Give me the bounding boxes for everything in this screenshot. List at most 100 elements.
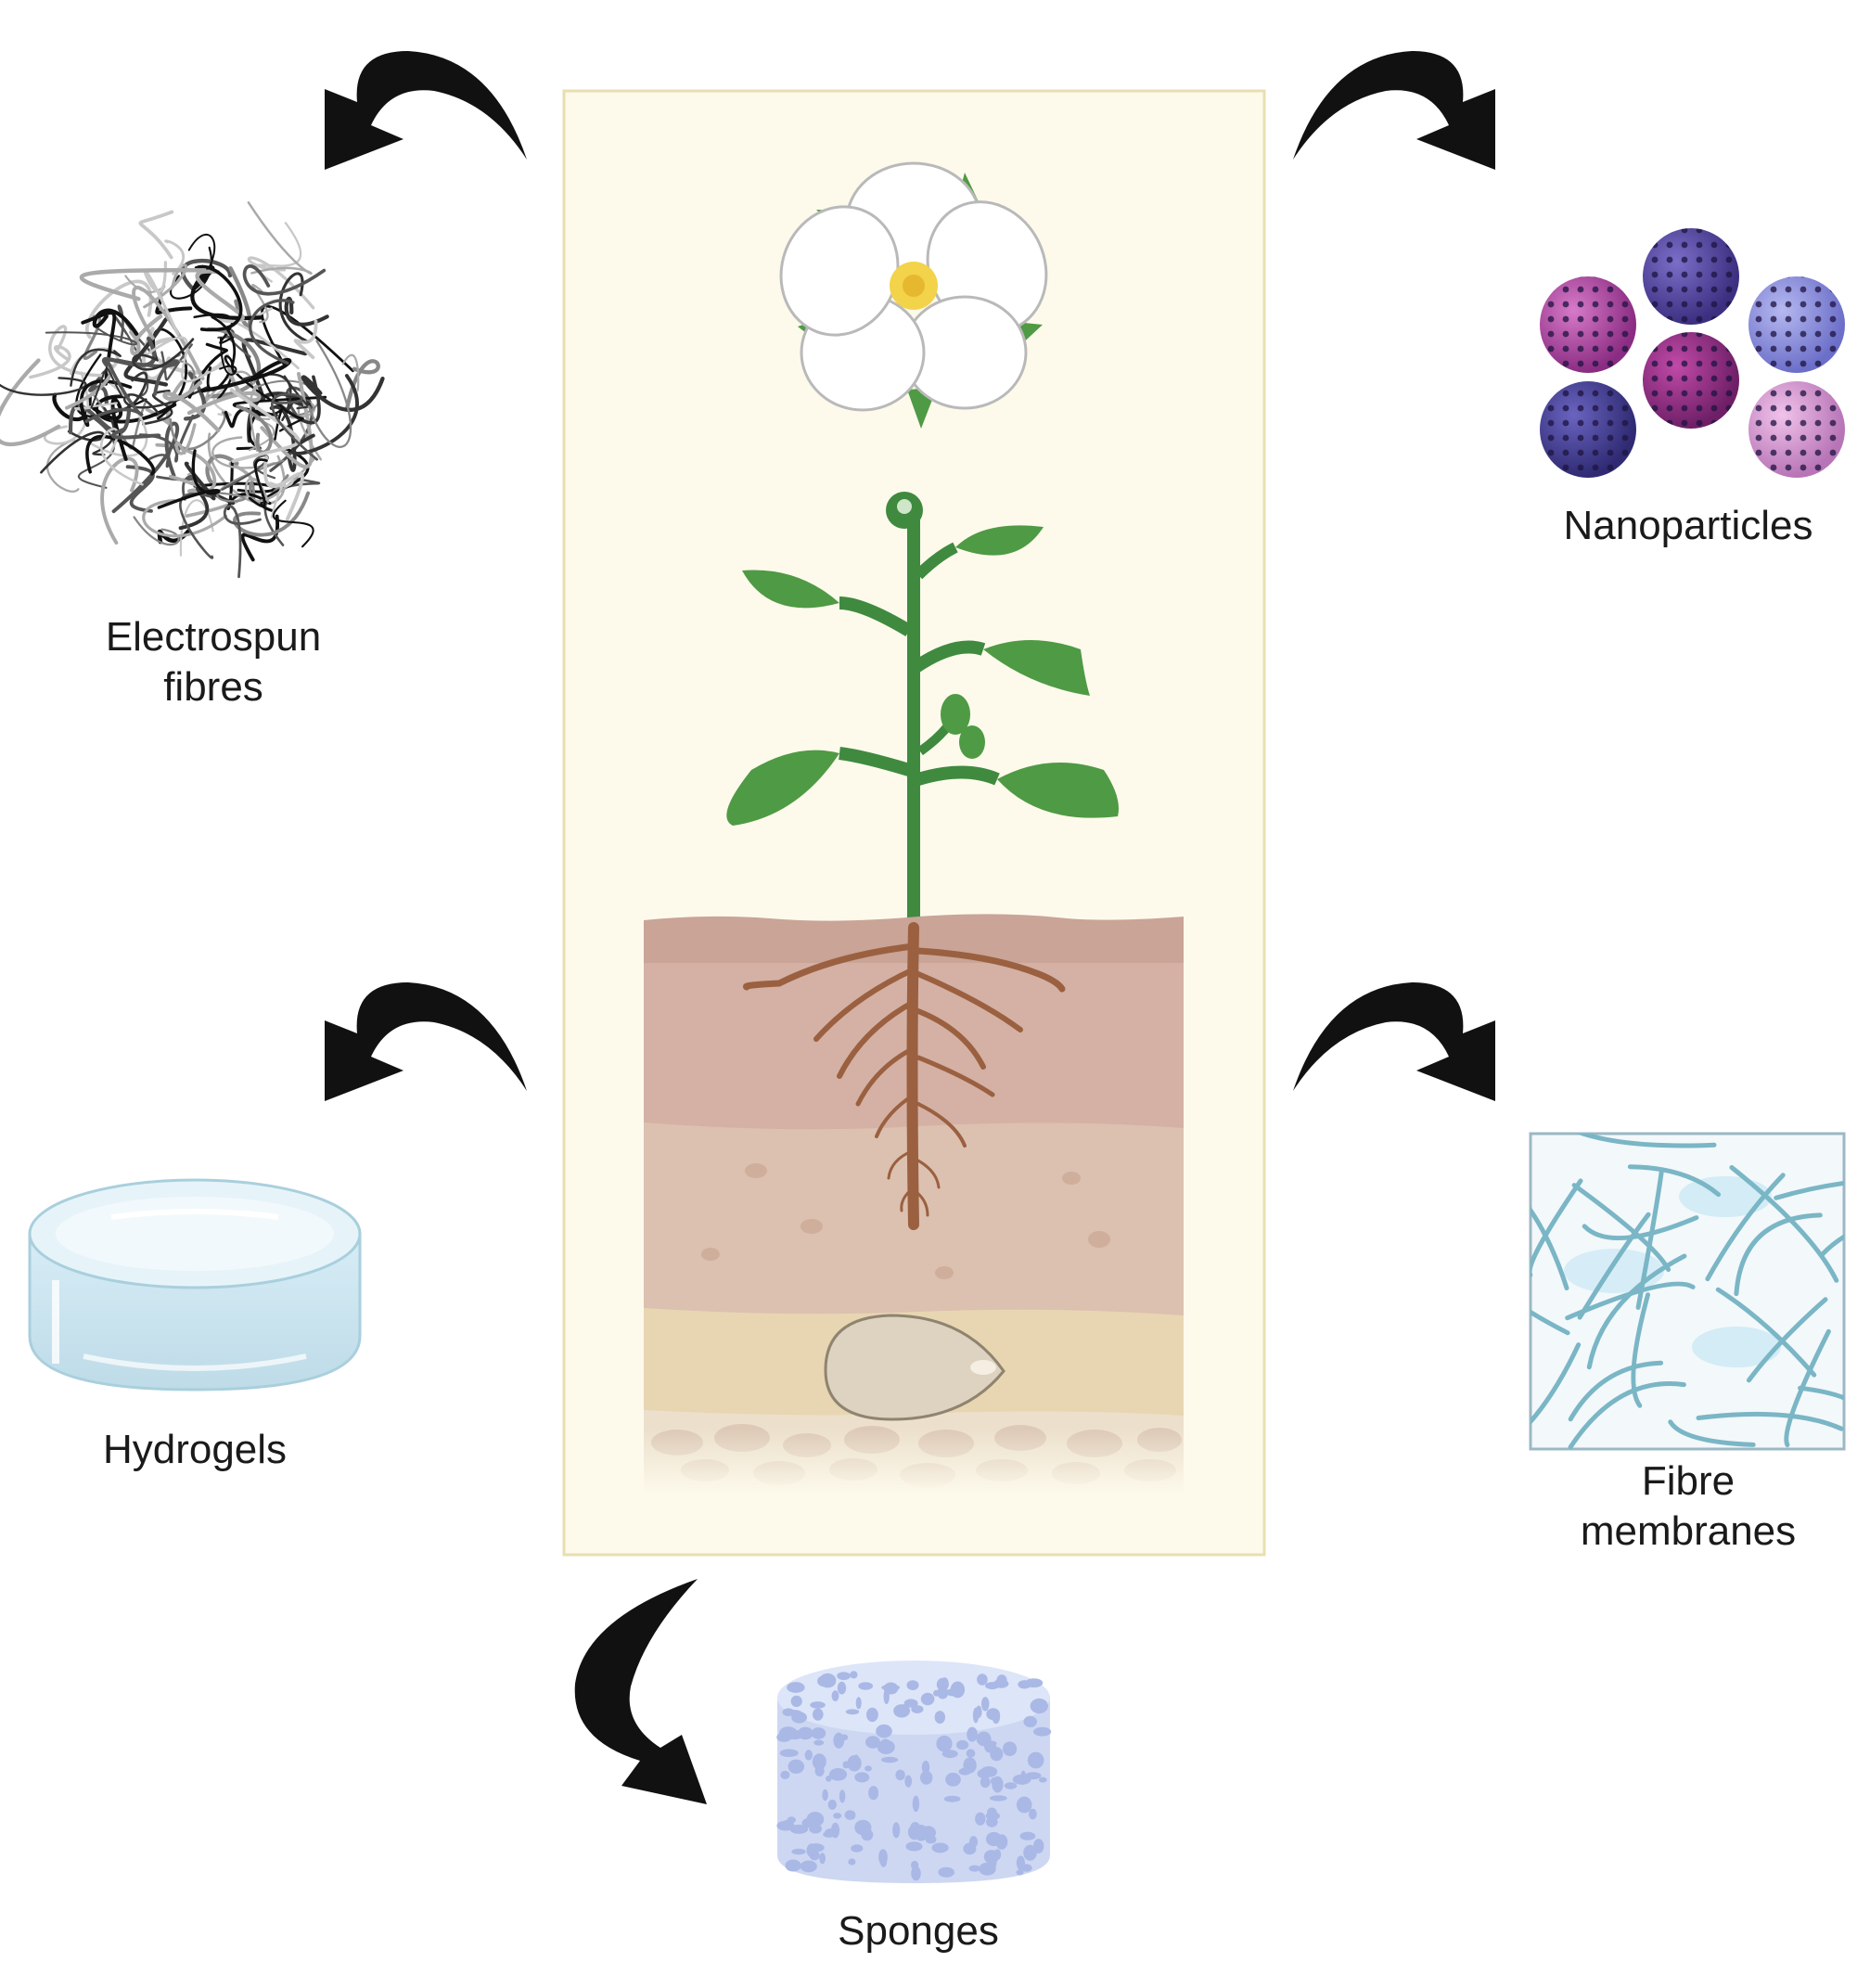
sponge-pore <box>1025 1678 1044 1687</box>
sponge-pore <box>791 1712 807 1724</box>
sponge-pore <box>785 1859 801 1872</box>
arrow-to-nanoparticles <box>1293 51 1495 170</box>
nanoparticles-icon <box>1540 228 1845 478</box>
electrospun-fibres-label: Electrospun fibres <box>56 612 371 712</box>
sponge-pore <box>950 1681 966 1699</box>
fibre-strand <box>236 404 273 455</box>
sponge-pore <box>833 1813 842 1819</box>
sponge-pore <box>797 1726 813 1740</box>
sponge-pore <box>920 1770 933 1785</box>
sponge-pore <box>1023 1844 1037 1861</box>
sponge-pore <box>812 1753 826 1770</box>
fibre-strand <box>262 377 304 432</box>
sponge-pore <box>819 1673 837 1688</box>
sponge-pore <box>804 1750 813 1761</box>
fibre-strand <box>111 421 180 514</box>
arrow-to-hydrogels <box>325 982 527 1101</box>
sponge-pore <box>977 1768 992 1779</box>
fibre-strand <box>129 314 163 356</box>
root-icon <box>742 922 1066 1230</box>
electrospun-fibres-label-line2: fibres <box>163 663 263 710</box>
fibre-strand <box>249 384 259 453</box>
sponge-pore <box>905 1841 923 1852</box>
membrane-fibre <box>1531 1178 1583 1277</box>
sponge-pore <box>851 1844 864 1853</box>
sponge-pore <box>855 1697 862 1710</box>
fibre-strand <box>301 375 385 412</box>
fibre-strand <box>115 358 179 396</box>
membrane-fibre <box>1568 1381 1686 1449</box>
membrane-fibre <box>1798 1385 1844 1401</box>
sponge-pore <box>865 1765 872 1772</box>
sponge-pore <box>778 1726 798 1740</box>
fibre-strand <box>181 258 233 290</box>
fibre-strand <box>45 327 138 346</box>
sponge-pore <box>791 1848 806 1855</box>
sponge-pore <box>814 1765 825 1776</box>
sponge-pore <box>968 1865 981 1872</box>
sponge-pore <box>822 1789 828 1802</box>
fibre-strand <box>162 380 221 433</box>
fibre-strand <box>169 411 226 451</box>
fibre-strand <box>247 201 313 275</box>
fibre-strand <box>92 406 116 456</box>
fibre-strand <box>84 359 144 423</box>
membrane-fibre <box>1715 1287 1817 1378</box>
fibre-strand <box>138 210 174 260</box>
sponge-pore <box>779 1749 799 1757</box>
sponge-pore <box>848 1858 856 1866</box>
sponge-pore <box>912 1795 920 1813</box>
sponge-pore <box>787 1682 805 1693</box>
sponge-pore <box>1016 1855 1025 1870</box>
fibre-strand <box>271 392 319 461</box>
sponge-pore <box>1033 1839 1044 1853</box>
flower-icon <box>779 161 1048 429</box>
sponge-pore <box>893 1704 911 1718</box>
fibre-strand <box>293 319 318 360</box>
sponge-pore <box>975 1812 986 1826</box>
sponge-pore <box>1016 1796 1032 1814</box>
sponge-pore <box>813 1708 824 1721</box>
sponge-pore <box>989 1795 1007 1802</box>
sponge-pore <box>827 1799 837 1810</box>
sponge-pore <box>801 1817 817 1828</box>
fibre-strand <box>248 458 268 507</box>
sponge-pore <box>911 1866 921 1881</box>
fibre-strand <box>263 477 321 546</box>
sponge-pore <box>987 1853 997 1870</box>
sponge-pore <box>966 1749 976 1758</box>
sponge-pore <box>823 1831 836 1838</box>
sponge-pore <box>883 1688 890 1704</box>
sponge-pore <box>831 1690 839 1701</box>
fibre-strand <box>29 344 71 379</box>
fibre-strand <box>205 454 239 488</box>
arrow-to-sponges <box>574 1579 707 1804</box>
sponge-pore <box>1039 1776 1047 1783</box>
fibre-membranes-label-line1: Fibre <box>1641 1458 1736 1504</box>
fibre-membranes-label: Fibre membranes <box>1521 1456 1855 1556</box>
sponge-pore <box>1019 1831 1036 1841</box>
arrow-to-electrospun-fibres <box>325 51 527 170</box>
sponge-pore <box>938 1866 954 1878</box>
sponges-label: Sponges <box>838 1908 999 1954</box>
fibre-strand <box>190 265 263 321</box>
sponge-pore <box>1012 1774 1031 1785</box>
fibre-strand <box>68 404 132 435</box>
sponge-pore <box>990 1747 1004 1762</box>
sponge-pore <box>780 1770 790 1779</box>
fibre-strand <box>79 268 206 301</box>
fibre-strand <box>142 498 228 538</box>
fibre-strand <box>147 336 211 383</box>
sponge-pore <box>844 1810 856 1820</box>
sponge-pore <box>1023 1715 1037 1727</box>
membrane-fibre <box>1746 1297 1828 1383</box>
fibre-strand <box>92 397 128 461</box>
fibre-strand <box>242 264 327 296</box>
sponge-pore <box>976 1731 992 1747</box>
sponge-pore <box>986 1708 1000 1721</box>
sponge-pore <box>845 1709 860 1715</box>
sponge-icon <box>776 1661 1052 1883</box>
seed-icon <box>824 1314 1005 1421</box>
sponge-pore <box>880 1756 899 1764</box>
